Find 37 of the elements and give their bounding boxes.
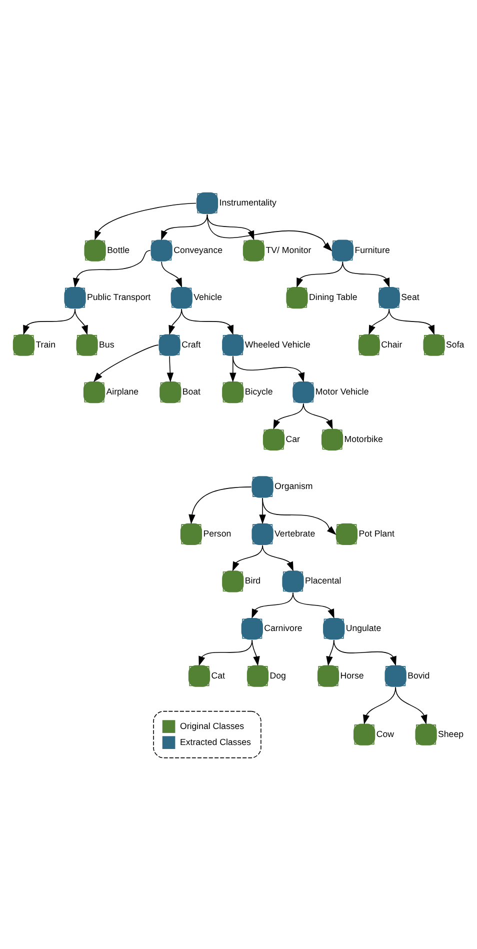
node-label: Conveyance: [174, 244, 222, 255]
node-label: Organism: [274, 481, 313, 492]
node-label: Person: [203, 528, 232, 538]
node-label: Airplane: [106, 386, 139, 397]
node-label: Placental: [305, 576, 342, 586]
node-label: Motorbike: [344, 434, 383, 444]
node-label: Cow: [376, 728, 394, 739]
node-label: Public Transport: [87, 292, 151, 302]
node-label: Bicycle: [244, 386, 273, 397]
legend-label: Original Classes: [180, 720, 244, 731]
node-label: Craft: [182, 339, 201, 350]
node-label: Chair: [381, 339, 402, 350]
node-label: Motor Vehicle: [315, 386, 369, 397]
node-label: Ungulate: [346, 623, 382, 634]
node-label: Bus: [99, 339, 114, 350]
legend-label: Extracted Classes: [180, 736, 251, 747]
node-label: Furniture: [354, 244, 390, 255]
node-label: Instrumentality: [219, 197, 276, 208]
node-label: Horse: [340, 670, 364, 680]
node-label: Dog: [270, 670, 286, 680]
node-label: Boat: [182, 386, 201, 397]
node-label: Sheep: [438, 728, 464, 739]
node-label: Vertebrate: [274, 528, 316, 538]
node-label: Pot Plant: [358, 528, 394, 538]
node-label: Train: [36, 339, 56, 350]
node-label: Sofa: [446, 339, 464, 350]
node-label: Cat: [211, 670, 225, 680]
node-label: Dining Table: [309, 292, 358, 302]
node-label: TV/ Monitor: [266, 244, 312, 255]
node-label: Carnivore: [264, 623, 302, 634]
node-label: Seat: [401, 292, 420, 302]
node-label: Wheeled Vehicle: [244, 339, 310, 350]
node-label: Vehicle: [194, 292, 222, 302]
node-label: Bottle: [107, 244, 130, 255]
node-label: Bovid: [408, 670, 430, 680]
node-label: Bird: [244, 576, 261, 586]
node-label: Car: [286, 434, 300, 444]
